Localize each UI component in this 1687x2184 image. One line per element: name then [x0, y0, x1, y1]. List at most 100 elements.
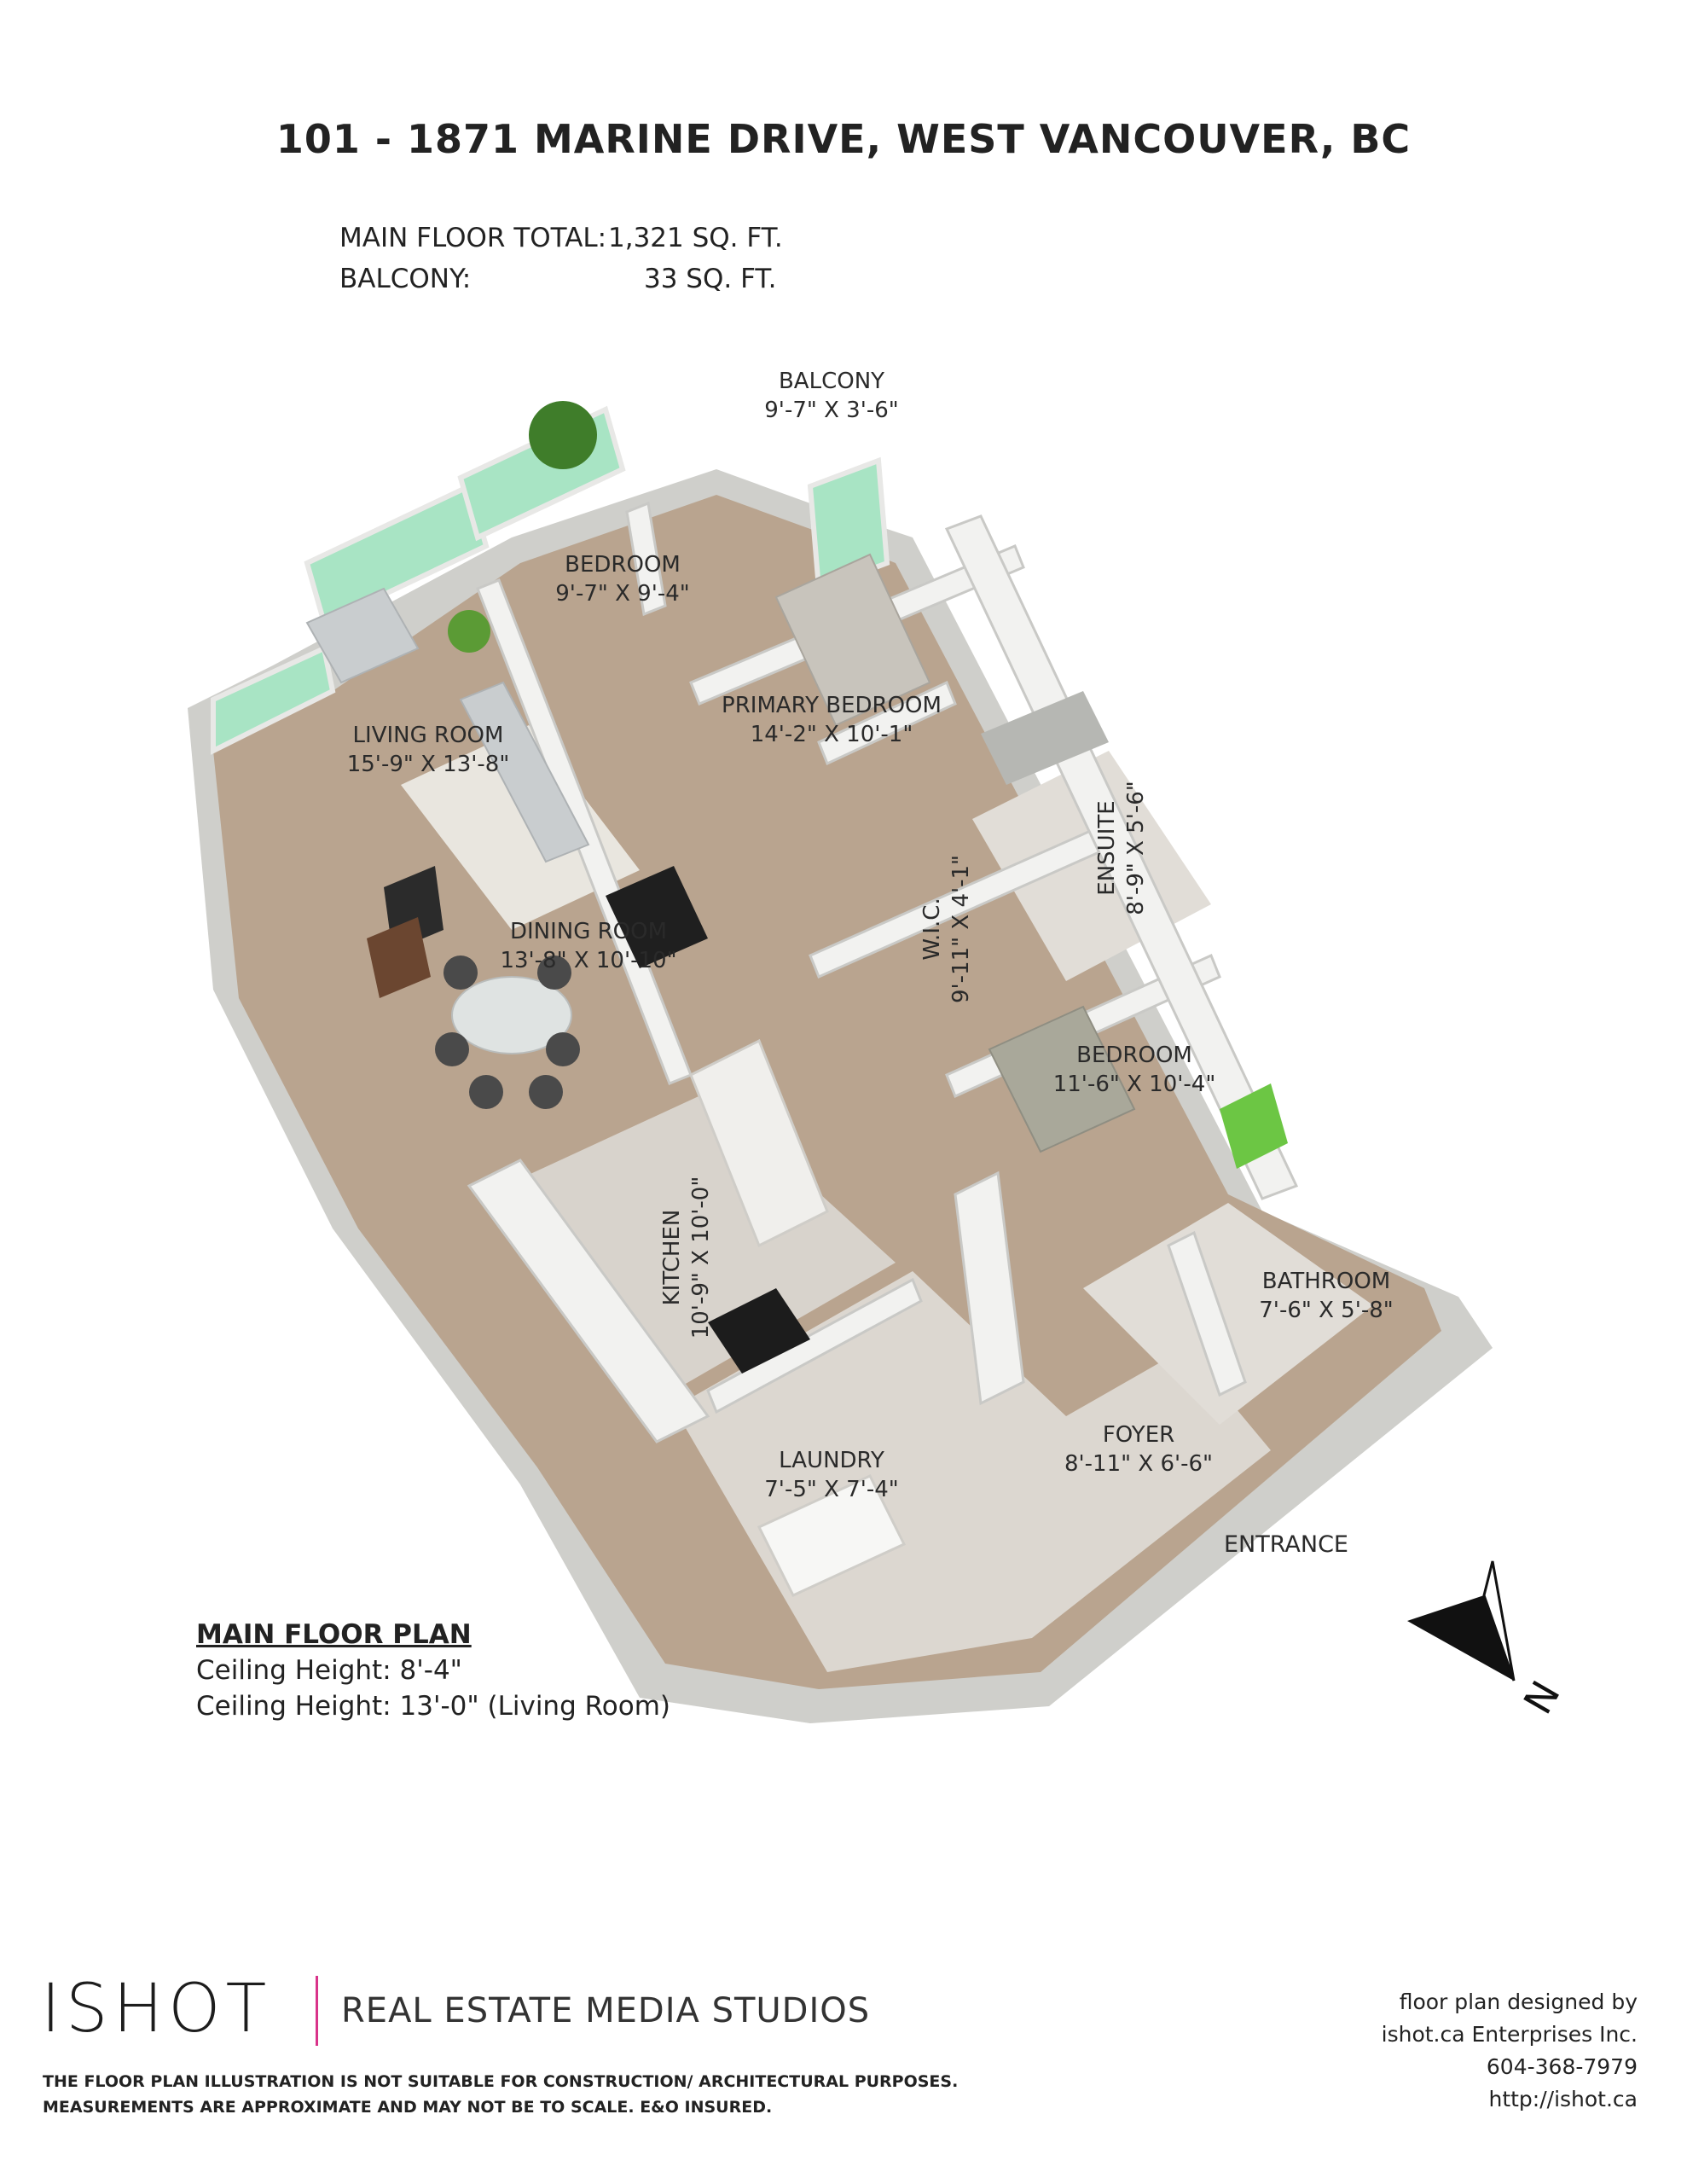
dining-table	[451, 976, 572, 1054]
notes-heading: MAIN FLOOR PLAN	[196, 1619, 472, 1650]
toy-shelf	[1220, 1083, 1288, 1169]
room-label-bathroom: BATHROOM 7'-6" X 5'-8"	[1259, 1267, 1394, 1325]
kitchen-range	[708, 1288, 810, 1374]
area-summary: MAIN FLOOR TOTAL: 1,321 SQ. FT. BALCONY:…	[339, 218, 783, 299]
ensuite-vanity	[981, 691, 1109, 785]
primary-bed	[774, 553, 931, 727]
room-dims: 9'-7" X 3'-6"	[764, 398, 899, 423]
room-name: BATHROOM	[1261, 1269, 1391, 1294]
sofa-living	[305, 587, 420, 684]
room-label-balcony: BALCONY 9'-7" X 3'-6"	[764, 367, 899, 425]
wall-laundry	[706, 1277, 923, 1414]
room-label-kitchen: KITCHEN 10'-9" X 10'-0"	[658, 1176, 716, 1339]
ishot-logo: ISHOT	[41, 1971, 272, 2048]
north-arrow: N	[1399, 1544, 1569, 1732]
brand-tagline: REAL ESTATE MEDIA STUDIOS	[341, 1991, 871, 2030]
dining-chair	[469, 1075, 503, 1109]
floor-plan-drawing	[188, 401, 1493, 1723]
living-room-rug	[401, 725, 640, 930]
wall-foyer-left	[954, 1170, 1025, 1406]
room-name: ENSUITE	[1094, 800, 1120, 896]
room-dims: 14'-2" X 10'-1"	[750, 722, 913, 747]
designer-phone: 604-368-7979	[1486, 2054, 1638, 2079]
room-label-ensuite: ENSUITE 8'-9" X 5'-6"	[1093, 781, 1151, 915]
main-floor-total-value: 1,321 SQ. FT.	[608, 223, 783, 253]
dining-chair	[546, 1032, 580, 1066]
piano	[606, 866, 708, 968]
ceiling-height-living: Ceiling Height: 13'-0" (Living Room)	[196, 1691, 670, 1722]
designer-url[interactable]: http://ishot.ca	[1488, 2087, 1638, 2111]
dining-chair	[529, 1075, 563, 1109]
room-dims: 7'-5" X 7'-4"	[764, 1477, 899, 1502]
disclaimer: THE FLOOR PLAN ILLUSTRATION IS NOT SUITA…	[43, 2069, 958, 2120]
room-label-living: LIVING ROOM 15'-9" X 13'-8"	[347, 721, 510, 779]
room-dims: 10'-9" X 10'-0"	[688, 1176, 714, 1339]
balcony-area-label: BALCONY:	[339, 264, 472, 294]
plant	[448, 610, 490, 653]
balcony-area-row: BALCONY: 33 SQ. FT.	[339, 258, 776, 299]
wall-wic-top	[817, 680, 957, 766]
dining-chair	[435, 1032, 469, 1066]
washer-dryer	[757, 1474, 907, 1597]
designer-company: ishot.ca Enterprises Inc.	[1381, 2022, 1638, 2047]
room-name: FOYER	[1102, 1422, 1175, 1448]
sofa-side	[459, 681, 590, 863]
designer-credit: floor plan designed by ishot.ca Enterpri…	[1382, 1986, 1638, 2116]
room-label-dining: DINING ROOM 13'-8" X 10'-10"	[500, 917, 676, 975]
dining-chairs	[435, 956, 580, 1109]
floor-plan-illustration: BALCONY 9'-7" X 3'-6" BEDROOM 9'-7" X 9'…	[162, 341, 1527, 1749]
wall-right-outer	[944, 514, 1299, 1200]
kids-bed	[988, 1005, 1136, 1153]
room-dims: 9'-11" X 4'-1"	[948, 854, 974, 1004]
designer-line: floor plan designed by	[1399, 1989, 1638, 2014]
wall-bath-divider	[1167, 1230, 1247, 1397]
brand-block: ISHOT REAL ESTATE MEDIA STUDIOS	[41, 1971, 979, 2048]
room-name: LAUNDRY	[779, 1448, 884, 1473]
room-dims: 15'-9" X 13'-8"	[346, 752, 510, 777]
window-wall-left	[211, 644, 336, 755]
brand-divider	[316, 1976, 318, 2046]
room-name: KITCHEN	[659, 1209, 685, 1306]
disclaimer-line: THE FLOOR PLAN ILLUSTRATION IS NOT SUITA…	[43, 2072, 959, 2091]
room-name: BALCONY	[778, 369, 885, 394]
room-name: BEDROOM	[1076, 1043, 1192, 1068]
room-label-foyer: FOYER 8'-11" X 6'-6"	[1064, 1420, 1213, 1478]
compass-needle-dark	[1407, 1595, 1514, 1681]
room-dims: 8'-9" X 5'-6"	[1123, 781, 1149, 915]
main-floor-total-label: MAIN FLOOR TOTAL:	[339, 223, 607, 253]
room-dims: 9'-7" X 9'-4"	[555, 581, 690, 607]
interior-walls	[467, 501, 1299, 1443]
property-title: 101 - 1871 MARINE DRIVE, WEST VANCOUVER,…	[275, 116, 1412, 162]
disclaimer-line: MEASUREMENTS ARE APPROXIMATE AND MAY NOT…	[43, 2098, 773, 2117]
ceiling-height: Ceiling Height: 8'-4"	[196, 1655, 462, 1686]
balcony-area-value: 33 SQ. FT.	[644, 264, 777, 294]
room-dims: 13'-8" X 10'-10"	[500, 948, 677, 973]
dining-chair	[443, 956, 478, 990]
room-name: BEDROOM	[565, 552, 681, 578]
window-wall-living	[304, 482, 490, 627]
entrance-label: ENTRANCE	[1224, 1531, 1348, 1558]
lounge-chair	[367, 917, 431, 998]
room-dims: 11'-6" X 10'-4"	[1052, 1072, 1216, 1097]
room-label-laundry: LAUNDRY 7'-5" X 7'-4"	[764, 1446, 899, 1504]
floor-plan-notes: MAIN FLOOR PLAN Ceiling Height: 8'-4" Ce…	[196, 1617, 670, 1724]
room-label-primary-bedroom: PRIMARY BEDROOM 14'-2" X 10'-1"	[722, 691, 942, 749]
kitchen-island	[689, 1038, 829, 1248]
room-name: LIVING ROOM	[352, 723, 504, 748]
room-label-wic: W.I.C. 9'-11" X 4'-1"	[918, 855, 976, 1003]
main-floor-total-row: MAIN FLOOR TOTAL: 1,321 SQ. FT.	[339, 218, 783, 258]
room-name: W.I.C.	[919, 897, 945, 961]
compass-label: N	[1515, 1673, 1569, 1722]
room-label-bedroom-2: BEDROOM 11'-6" X 10'-4"	[1053, 1041, 1216, 1099]
wall-bedroom-primary	[625, 501, 667, 617]
bathroom-tile-floor	[1083, 1203, 1373, 1425]
room-dims: 8'-11" X 6'-6"	[1064, 1451, 1214, 1477]
compass-icon: N	[1407, 1560, 1569, 1722]
plant	[529, 401, 597, 469]
room-label-bedroom-small: BEDROOM 9'-7" X 9'-4"	[555, 550, 690, 608]
compass-needle-light	[1482, 1560, 1516, 1682]
wall-kitchen-counter	[467, 1159, 710, 1443]
room-name: PRIMARY BEDROOM	[722, 693, 942, 718]
room-name: DINING ROOM	[509, 919, 668, 944]
room-dims: 7'-6" X 5'-8"	[1259, 1298, 1394, 1323]
